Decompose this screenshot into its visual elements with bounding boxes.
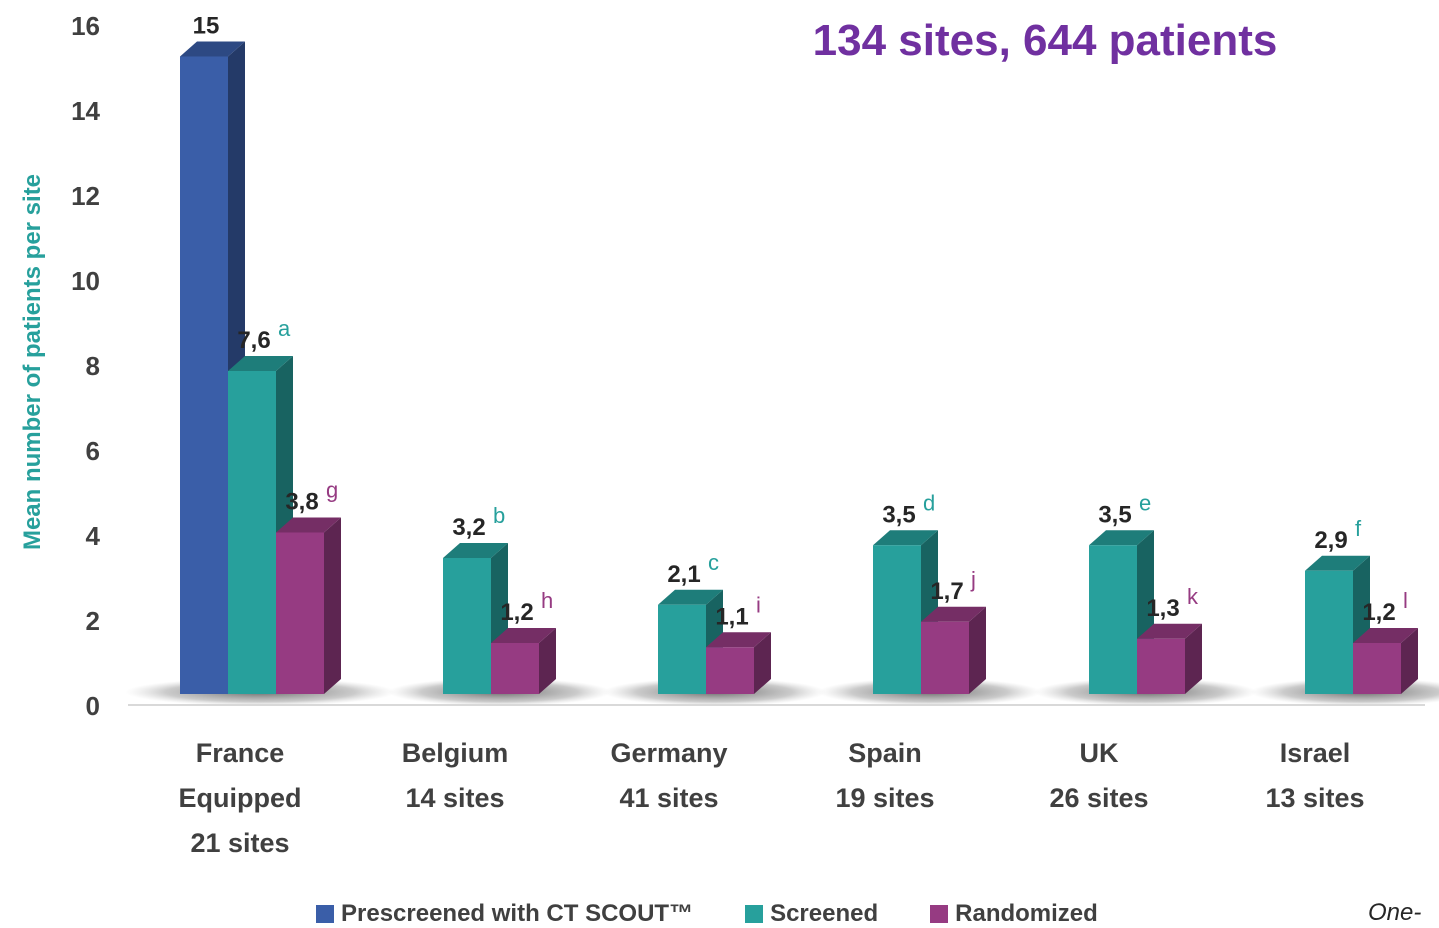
y-tick-label: 2 (86, 606, 100, 636)
bar (921, 621, 969, 694)
chart-title: 134 sites, 644 patients (813, 16, 1278, 65)
bar-top (873, 530, 938, 546)
bar-side (754, 632, 771, 694)
bar (491, 643, 539, 694)
value-label: 1,2 (1362, 599, 1395, 626)
y-axis-label: Mean number of patients per site (19, 174, 46, 550)
value-label: 2,1 (667, 561, 700, 588)
bar-top (1353, 628, 1418, 643)
category-label: UK (1080, 738, 1119, 768)
legend-label-prescreened: Prescreened with CT SCOUT™ (341, 900, 694, 927)
bar-side (1401, 628, 1418, 694)
y-tick-label: 14 (71, 96, 100, 126)
value-label: 15 (193, 13, 220, 40)
bar-top (180, 41, 245, 57)
value-superscript: j (970, 567, 976, 592)
legend-item-prescreened: Prescreened with CT SCOUT™ (316, 900, 693, 928)
value-superscript: d (923, 490, 935, 515)
category-label: 41 sites (619, 783, 718, 813)
y-tick-label: 10 (71, 266, 100, 296)
value-superscript: g (326, 478, 338, 503)
y-axis-ticks: 0 2 4 6 8 10 12 14 16 (71, 11, 100, 721)
category-label: 19 sites (835, 783, 934, 813)
legend-item-screened: Screened (745, 900, 878, 928)
category-label: Spain (848, 738, 922, 768)
legend-swatch-prescreened (316, 905, 334, 923)
value-label: 7,6 (237, 327, 270, 354)
bar-top (228, 356, 293, 371)
value-superscript: i (756, 592, 761, 617)
bar (1137, 638, 1185, 694)
y-tick-label: 8 (86, 351, 100, 381)
bar (1089, 545, 1137, 694)
value-superscript: l (1403, 588, 1408, 613)
value-superscript: a (278, 316, 291, 341)
value-label: 3,5 (1098, 501, 1131, 528)
value-label: 1,1 (715, 603, 748, 630)
category-label: Belgium (402, 738, 509, 768)
bar (443, 558, 491, 694)
bar-top (921, 606, 986, 622)
value-label: 1,2 (500, 599, 533, 626)
value-label: 3,8 (285, 489, 318, 516)
y-tick-label: 6 (86, 436, 100, 466)
value-superscript: b (493, 503, 505, 528)
legend-label-screened: Screened (770, 900, 879, 927)
bar (180, 56, 228, 694)
bar-top (658, 589, 723, 605)
value-superscript: e (1139, 490, 1151, 515)
bar (276, 532, 324, 694)
bar-side (324, 517, 341, 694)
category-label: Equipped (179, 783, 302, 813)
bar (873, 545, 921, 694)
bar-top (1089, 530, 1154, 546)
legend: Prescreened with CT SCOUT™ Screened Rand… (316, 900, 1098, 928)
bar-side (1185, 623, 1202, 694)
value-label: 2,9 (1314, 527, 1347, 554)
footnote: One- (1368, 899, 1422, 926)
bar-top (491, 628, 556, 643)
y-tick-label: 4 (86, 521, 101, 551)
category-label: 26 sites (1049, 783, 1148, 813)
y-tick-label: 16 (71, 11, 100, 41)
bar-side (539, 628, 556, 694)
category-label: Israel (1280, 738, 1351, 768)
value-superscript: h (541, 588, 553, 613)
value-superscript: f (1355, 516, 1362, 541)
legend-label-randomized: Randomized (955, 900, 1098, 927)
value-label: 3,5 (882, 501, 915, 528)
y-tick-label: 12 (71, 181, 100, 211)
bar-top (1137, 623, 1202, 639)
bar (1353, 643, 1401, 694)
value-label: 1,3 (1146, 595, 1179, 622)
bar (228, 371, 276, 694)
value-superscript: c (708, 550, 719, 575)
legend-swatch-screened (745, 905, 764, 923)
value-label: 1,7 (930, 578, 963, 605)
bars (180, 41, 1418, 694)
bar-top (276, 517, 341, 533)
value-label: 3,2 (452, 514, 485, 541)
value-labels: 15 7,6 a 3,8 g 3,2 b 1,2 h 2,1 c 1,1 i 3,5 d 1,7 j 3,5 e 1,… (193, 13, 1408, 631)
bar (658, 604, 706, 694)
legend-swatch-randomized (930, 905, 949, 923)
category-label: 21 sites (190, 828, 289, 858)
category-label: 13 sites (1265, 783, 1364, 813)
bar (1305, 570, 1353, 694)
bar-side (969, 606, 986, 694)
y-tick-label: 0 (86, 691, 100, 721)
chart: 0 2 4 6 8 10 12 14 16 15 7,6 a 3,8 g 3,2 b 1,2 h 2,1 c 1,1 i… (19, 11, 1439, 858)
bar-top (706, 632, 771, 648)
bar (706, 647, 754, 694)
category-label: France (196, 738, 285, 768)
value-superscript: k (1187, 584, 1199, 609)
category-label: 14 sites (405, 783, 504, 813)
category-label: Germany (610, 738, 727, 768)
bar-top (1305, 555, 1370, 571)
bar-top (443, 543, 508, 558)
legend-item-randomized: Randomized (930, 900, 1098, 928)
